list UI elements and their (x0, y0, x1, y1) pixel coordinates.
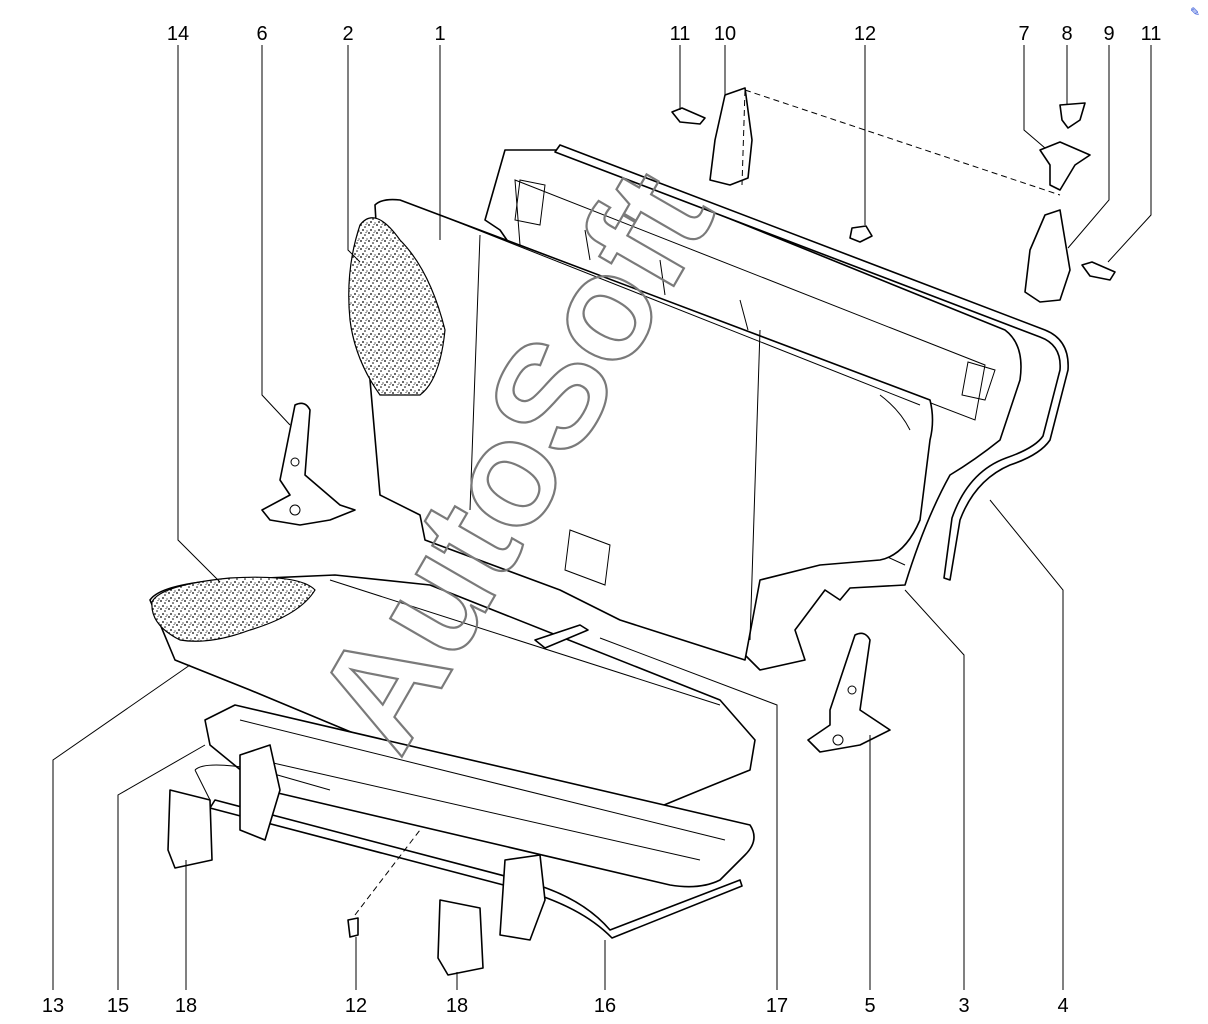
callout-14-top: 14 (167, 23, 189, 45)
callout-11-top-left: 11 (670, 23, 691, 45)
lock-housing-7 (1039, 141, 1091, 191)
callout-13-bottom: 13 (42, 995, 64, 1017)
callout-12-top: 12 (854, 23, 876, 45)
callout-7-top: 7 (1018, 23, 1029, 45)
assembly-dashed-line (741, 89, 1061, 196)
corner-mark: ✎ (1190, 5, 1200, 19)
bolt-11-right (1081, 261, 1116, 281)
callout-6-top: 6 (256, 23, 267, 45)
callout-18-bottom-left: 18 (175, 995, 197, 1017)
seat-foam (151, 576, 316, 642)
hinge-right (807, 632, 891, 753)
callout-16-bottom: 16 (594, 995, 616, 1017)
bolt-11-left (671, 107, 706, 125)
rubber-block-right (437, 899, 484, 976)
backrest-foam (348, 217, 446, 396)
seat-bracket-left (239, 744, 281, 841)
rubber-block-left (167, 789, 213, 869)
leader-lines (52, 45, 1152, 990)
callout-11-top-right: 11 (1141, 23, 1162, 45)
callout-2-top: 2 (342, 23, 353, 45)
hinge-left (261, 402, 356, 526)
callout-3-bottom: 3 (958, 995, 969, 1017)
callout-5-bottom: 5 (864, 995, 875, 1017)
lock-latch-9 (1024, 209, 1071, 303)
lock-cap-8 (1059, 102, 1086, 129)
screw-bottom (347, 829, 421, 938)
callout-18-bottom-right: 18 (446, 995, 468, 1017)
screw-12-top (849, 225, 873, 243)
seat-bracket-right (499, 854, 546, 941)
callout-4-bottom: 4 (1057, 995, 1068, 1017)
pin (534, 624, 589, 649)
callout-labels: 14 6 2 1 11 10 12 7 8 9 11 13 15 18 12 1… (42, 23, 1162, 1017)
backrest-frame (369, 198, 934, 661)
callout-12-bottom: 12 (345, 995, 367, 1017)
callout-10-top: 10 (714, 23, 736, 45)
callout-17-bottom: 17 (766, 995, 788, 1017)
seal-strip (554, 144, 1069, 581)
callout-9-top: 9 (1103, 23, 1114, 45)
lock-bracket-10 (709, 87, 753, 186)
seat-frame (194, 704, 755, 888)
callout-15-bottom: 15 (107, 995, 129, 1017)
callout-1-top: 1 (434, 23, 445, 45)
callout-8-top: 8 (1061, 23, 1072, 45)
